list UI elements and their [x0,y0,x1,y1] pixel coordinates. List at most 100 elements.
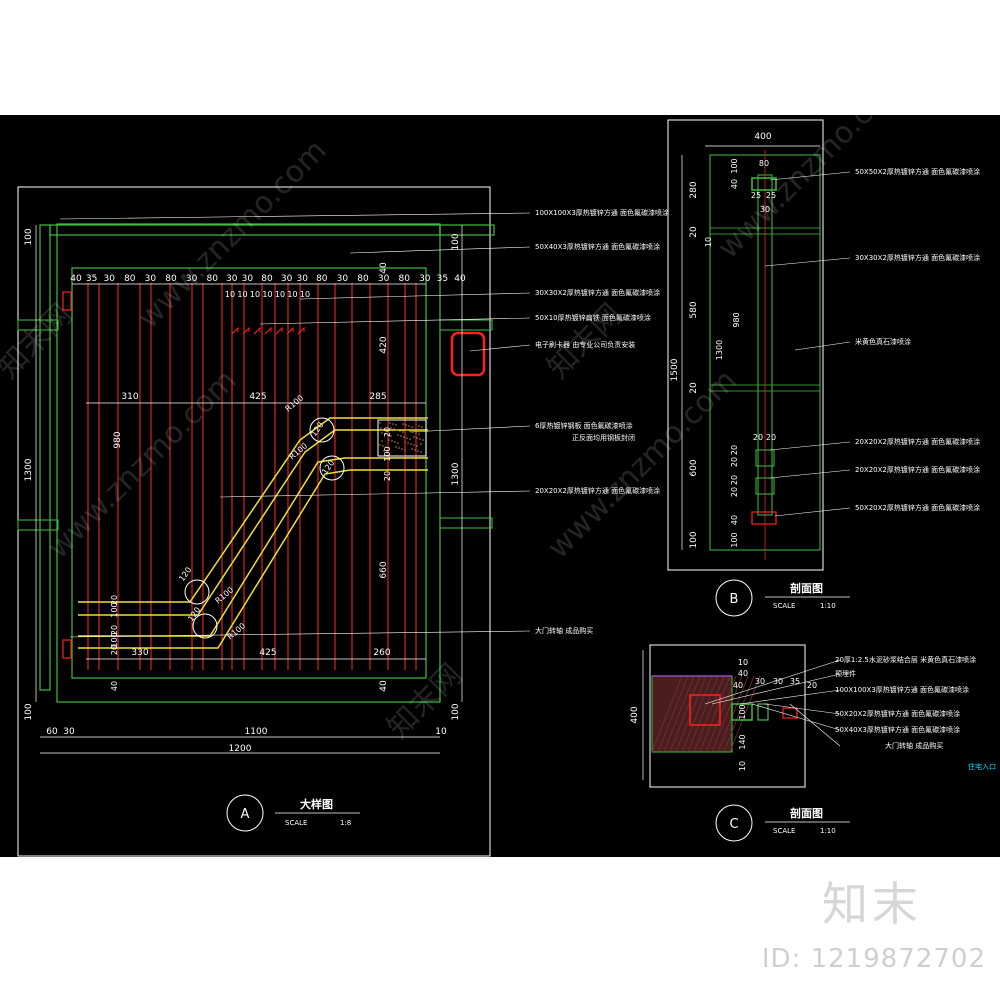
view-c-hatch-1 [657,675,689,753]
view-a-right-dim-1: 1300 [451,462,461,485]
view-b-top-inner-dim-2: 25 [766,191,776,200]
view-a-latch-speckle-45 [416,437,418,439]
view-a-latch-speckle-59 [406,429,408,431]
view-a-latch-speckle-13 [420,451,422,453]
view-a-latch-speckle-44 [379,444,381,446]
view-a-small-dim-0: 10 [225,290,235,299]
view-c-hatch-7 [693,675,725,753]
view-a-latch-speckle-27 [410,443,412,445]
view-a-rail-top-dim-2: 285 [369,392,386,402]
view-a-leader-1 [349,246,531,254]
view-a-top-dim-12: 30 [296,274,308,284]
view-a-left-dim-0: 100 [24,228,34,245]
view-a-latch-speckle-18 [385,446,387,448]
view-b-inner-dim-2: 10 [704,237,713,247]
view-a-panel-frame [71,267,427,679]
view-a-latch-speckle-50 [381,432,383,434]
view-a-latch-speckle-39 [414,449,416,451]
view-a-radius-0: R100 [284,393,306,413]
view-b-scale-label: SCALE [773,602,795,610]
view-a-latch-speckle-22 [401,448,403,450]
view-b-leader-1 [764,257,851,267]
view-a-angle-2: 120 [177,565,193,583]
view-a-latch-speckle-26 [417,450,419,452]
view-a-top-dim-15: 80 [357,274,369,284]
view-c-hatch-6 [687,675,719,753]
view-a-rail-upper-inner [78,429,428,616]
view-c-leader-2 [739,689,841,705]
view-a-radius-circle-2 [319,455,345,481]
view-a-leader-4 [469,344,531,352]
view-a-latch-speckle-48 [395,446,397,448]
view-c-hatch-8 [699,675,731,753]
view-a-latch-speckle-54 [397,434,399,436]
view-b-inner-dim-8: 20 [730,487,739,497]
view-a-leader-3 [259,317,531,325]
view-c-hatch-2 [663,675,695,753]
watermark-url-2: www.znzmo.com [711,115,914,266]
view-a-latch-speckle-7 [418,433,420,435]
view-a-latch-speckle-47 [402,423,404,425]
view-a-right-inner-dim-2: 660 [379,561,389,578]
view-c-left-dim: 400 [630,706,640,723]
view-a-top-dim-4: 30 [145,274,157,284]
view-a-latch-speckle-5 [388,447,390,449]
view-c-hatch-3 [669,675,701,753]
view-a-small-dim-4: 10 [275,290,285,299]
view-a-side-small-dim-1: 100 [383,446,392,461]
view-a-latch-speckle-56 [383,450,385,452]
view-a-rail-bottom-dim-2: 260 [373,648,390,658]
view-a-leader-red-1 [242,326,250,335]
view-a-small-dim-6: 10 [300,290,310,299]
view-a-latch-speckle-42 [393,428,395,430]
view-b-leader-2 [794,341,851,351]
view-a-left-dim-1: 1300 [24,458,34,481]
view-c-leader-5 [789,703,841,747]
view-a-hinge-marker-top [62,291,72,311]
view-a-latch-speckle-0 [379,422,381,424]
view-a-left-small-dim-2: 20 [110,625,119,635]
view-a-top-dim-11: 30 [281,274,293,284]
drawing-id: ID: 1219872702 [761,944,986,974]
view-b-inner-dim-4: 980 [732,312,741,327]
view-a-latch-speckle-4 [395,424,397,426]
view-c-flat-tube [757,703,769,721]
view-b-left-outer: 1500 [670,358,680,381]
view-c-hatch-4 [675,675,707,753]
view-a-latch-speckle-57 [420,443,422,445]
view-c-embed-plate [689,694,721,726]
view-a-latch-speckle-31 [382,445,384,447]
view-c-scale-value: 1:10 [820,827,836,835]
view-c-title-circle [715,804,753,842]
view-a-title: 大样图 [300,797,333,811]
view-a-latch-speckle-23 [394,441,396,443]
view-a-latch-speckle-49 [388,439,390,441]
view-a-leader-2 [299,292,531,300]
view-c-outer-border [649,644,806,788]
view-a-top-dim-9: 30 [242,274,254,284]
view-a-callout-6: 正反面均用钢板封闭 [572,433,635,442]
view-a-leader-red-5 [286,326,294,335]
view-a-latch-speckle-38 [421,426,423,428]
view-a-right-dim-0: 100 [451,233,461,250]
view-b-title: 剖面图 [790,581,823,595]
view-a-latch-speckle-37 [384,433,386,435]
view-c-hatch-11 [717,675,749,753]
view-a-latch-speckle-20 [415,432,417,434]
view-b-callout-1: 30X30X2厚热镀锌方通 面色氟碳漆喷涂 [855,253,980,262]
view-a-latch-speckle-21 [408,425,410,427]
view-b-inner-dim-0: 100 [730,158,739,173]
view-a-left-dim-2: 100 [24,703,34,720]
view-c-leader-4 [751,703,841,731]
view-a-latch-speckle-24 [387,434,389,436]
view-a-right-dim-2: 100 [451,703,461,720]
view-a-latch-speckle-10 [397,442,399,444]
view-b-scale-value: 1:10 [820,602,836,610]
view-a-latch-speckle-55 [390,427,392,429]
view-a-top-dim-6: 30 [186,274,198,284]
view-a-radius-circle-4 [192,613,218,639]
view-a-latch-speckle-2 [409,438,411,440]
view-a-side-small-dim-0: 20 [383,427,392,437]
view-c-top-dim-6: 20 [807,681,817,690]
